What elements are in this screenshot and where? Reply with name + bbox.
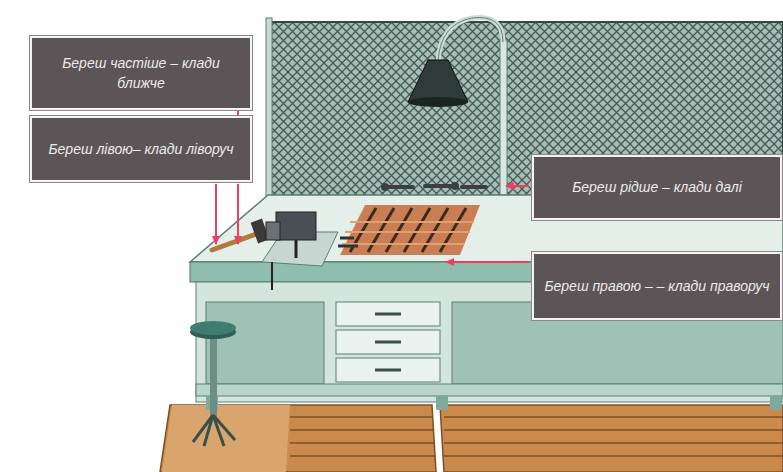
vise-part bbox=[271, 262, 273, 290]
lamp bbox=[408, 18, 507, 196]
workbench bbox=[190, 195, 783, 410]
hammer bbox=[212, 219, 269, 250]
files-and-tools-part bbox=[340, 205, 480, 255]
callout-text: Береш рідше – клади далі bbox=[572, 177, 742, 197]
floor-duckboard-part bbox=[290, 417, 783, 456]
callout-box: Береш частіше – клади ближче bbox=[30, 36, 252, 110]
vise-part bbox=[276, 212, 316, 240]
wrenches-part bbox=[385, 186, 486, 187]
stool bbox=[190, 321, 236, 446]
workbench-part bbox=[206, 302, 324, 384]
stool-part bbox=[193, 415, 235, 446]
pointer-arrow-part bbox=[215, 184, 217, 244]
files-and-tools bbox=[338, 205, 480, 255]
callout-text: Береш правою – – клади праворуч bbox=[544, 276, 769, 296]
mesh-screen-part bbox=[266, 18, 272, 198]
floor-duckboard-part bbox=[440, 405, 783, 472]
workbench-part bbox=[375, 314, 401, 370]
floor-duckboard-part bbox=[160, 405, 436, 472]
callout-box: Береш правою – – клади праворуч bbox=[532, 252, 782, 320]
lamp-part bbox=[408, 60, 468, 102]
pointer-arrow-part bbox=[237, 184, 239, 244]
files-and-tools-part bbox=[342, 222, 474, 244]
files-and-tools-part bbox=[338, 238, 358, 246]
callout-box: Береш лівою– клади ліворуч bbox=[30, 116, 252, 182]
workbench-part bbox=[770, 396, 782, 410]
callout-box: Береш рідше – клади далі bbox=[532, 155, 782, 220]
floor-duckboard bbox=[160, 405, 783, 472]
pointer-arrow-part bbox=[446, 261, 529, 263]
wrenches-part bbox=[381, 183, 389, 191]
stool-part bbox=[190, 321, 236, 335]
callout-text: Береш лівою– клади ліворуч bbox=[48, 139, 233, 159]
pointer-arrow bbox=[216, 110, 529, 262]
workbench-part bbox=[196, 384, 783, 396]
callout-text: Береш частіше – клади ближче bbox=[42, 53, 240, 94]
floor-duckboard-part bbox=[162, 405, 290, 472]
vise-part bbox=[295, 240, 298, 258]
lamp-part bbox=[438, 18, 503, 63]
lamp-part bbox=[408, 97, 468, 107]
lamp-part bbox=[500, 40, 507, 195]
stool-part bbox=[210, 330, 217, 420]
files-and-tools-part bbox=[350, 208, 466, 252]
vise-part bbox=[266, 222, 280, 240]
lamp-part bbox=[438, 18, 503, 63]
workbench-part bbox=[436, 396, 448, 410]
wrenches bbox=[381, 182, 486, 191]
pointer-arrow-part bbox=[506, 185, 529, 187]
wrenches-part bbox=[451, 182, 459, 190]
vise bbox=[262, 212, 338, 290]
